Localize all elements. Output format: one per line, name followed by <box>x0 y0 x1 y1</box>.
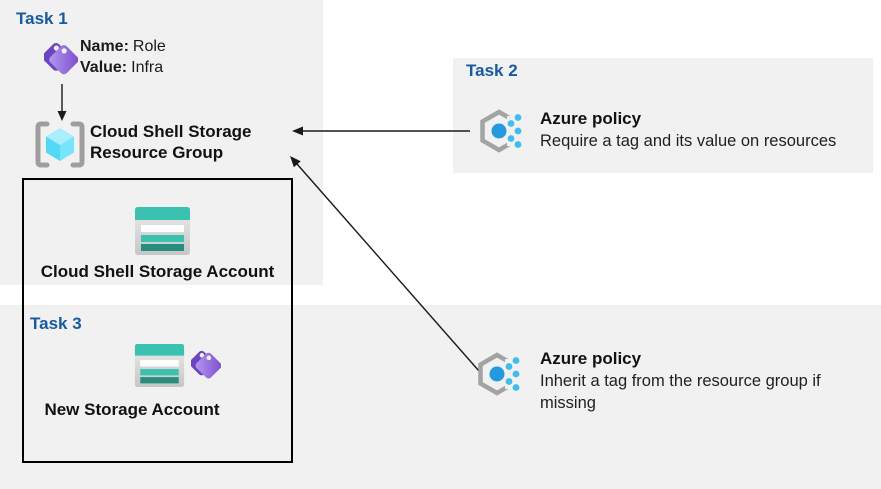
tag-value-label: Value: <box>80 59 128 76</box>
task2-heading: Task 2 <box>466 61 518 80</box>
task3-and-policy-region <box>0 305 881 489</box>
tag-value-line: Value:Infra <box>80 57 166 78</box>
policy2-text: Azure policy Inherit a tag from the reso… <box>540 348 875 414</box>
cloud-shell-storage-account-label: Cloud Shell Storage Account <box>40 262 275 281</box>
policy2-to-resource-group-arrow <box>290 156 480 372</box>
tag-to-resource-group-arrow <box>57 84 67 121</box>
tag-name-line: Name:Role <box>80 36 166 57</box>
storage-account-icon <box>135 207 190 255</box>
tag-icon <box>191 350 221 379</box>
resource-group-box <box>22 178 293 463</box>
policy1-to-resource-group-arrow <box>292 126 470 136</box>
tag-name-value: Role <box>132 38 166 55</box>
new-storage-account-label: New Storage Account <box>44 400 220 419</box>
tag-name-label: Name: <box>80 38 129 55</box>
policy2-description: Inherit a tag from the resource group if… <box>540 372 821 412</box>
tag-key-values: Name:Role Value:Infra <box>80 36 166 78</box>
policy1-description: Require a tag and its value on resources <box>540 132 837 150</box>
azure-policy-icon <box>480 109 522 153</box>
policy1-title: Azure policy <box>540 109 642 128</box>
storage-account-icon <box>134 344 185 387</box>
task1-heading: Task 1 <box>16 9 68 28</box>
tag-value-value: Infra <box>131 59 164 76</box>
policy1-text: Azure policy Require a tag and its value… <box>540 108 865 152</box>
resource-group-title: Cloud Shell Storage Resource Group <box>90 122 252 162</box>
policy2-title: Azure policy <box>540 349 642 368</box>
azure-policy-icon <box>478 352 520 396</box>
tag-icon <box>44 42 78 75</box>
task3-heading: Task 3 <box>30 314 82 333</box>
resource-group-icon <box>35 121 85 168</box>
task2-region <box>453 58 873 173</box>
